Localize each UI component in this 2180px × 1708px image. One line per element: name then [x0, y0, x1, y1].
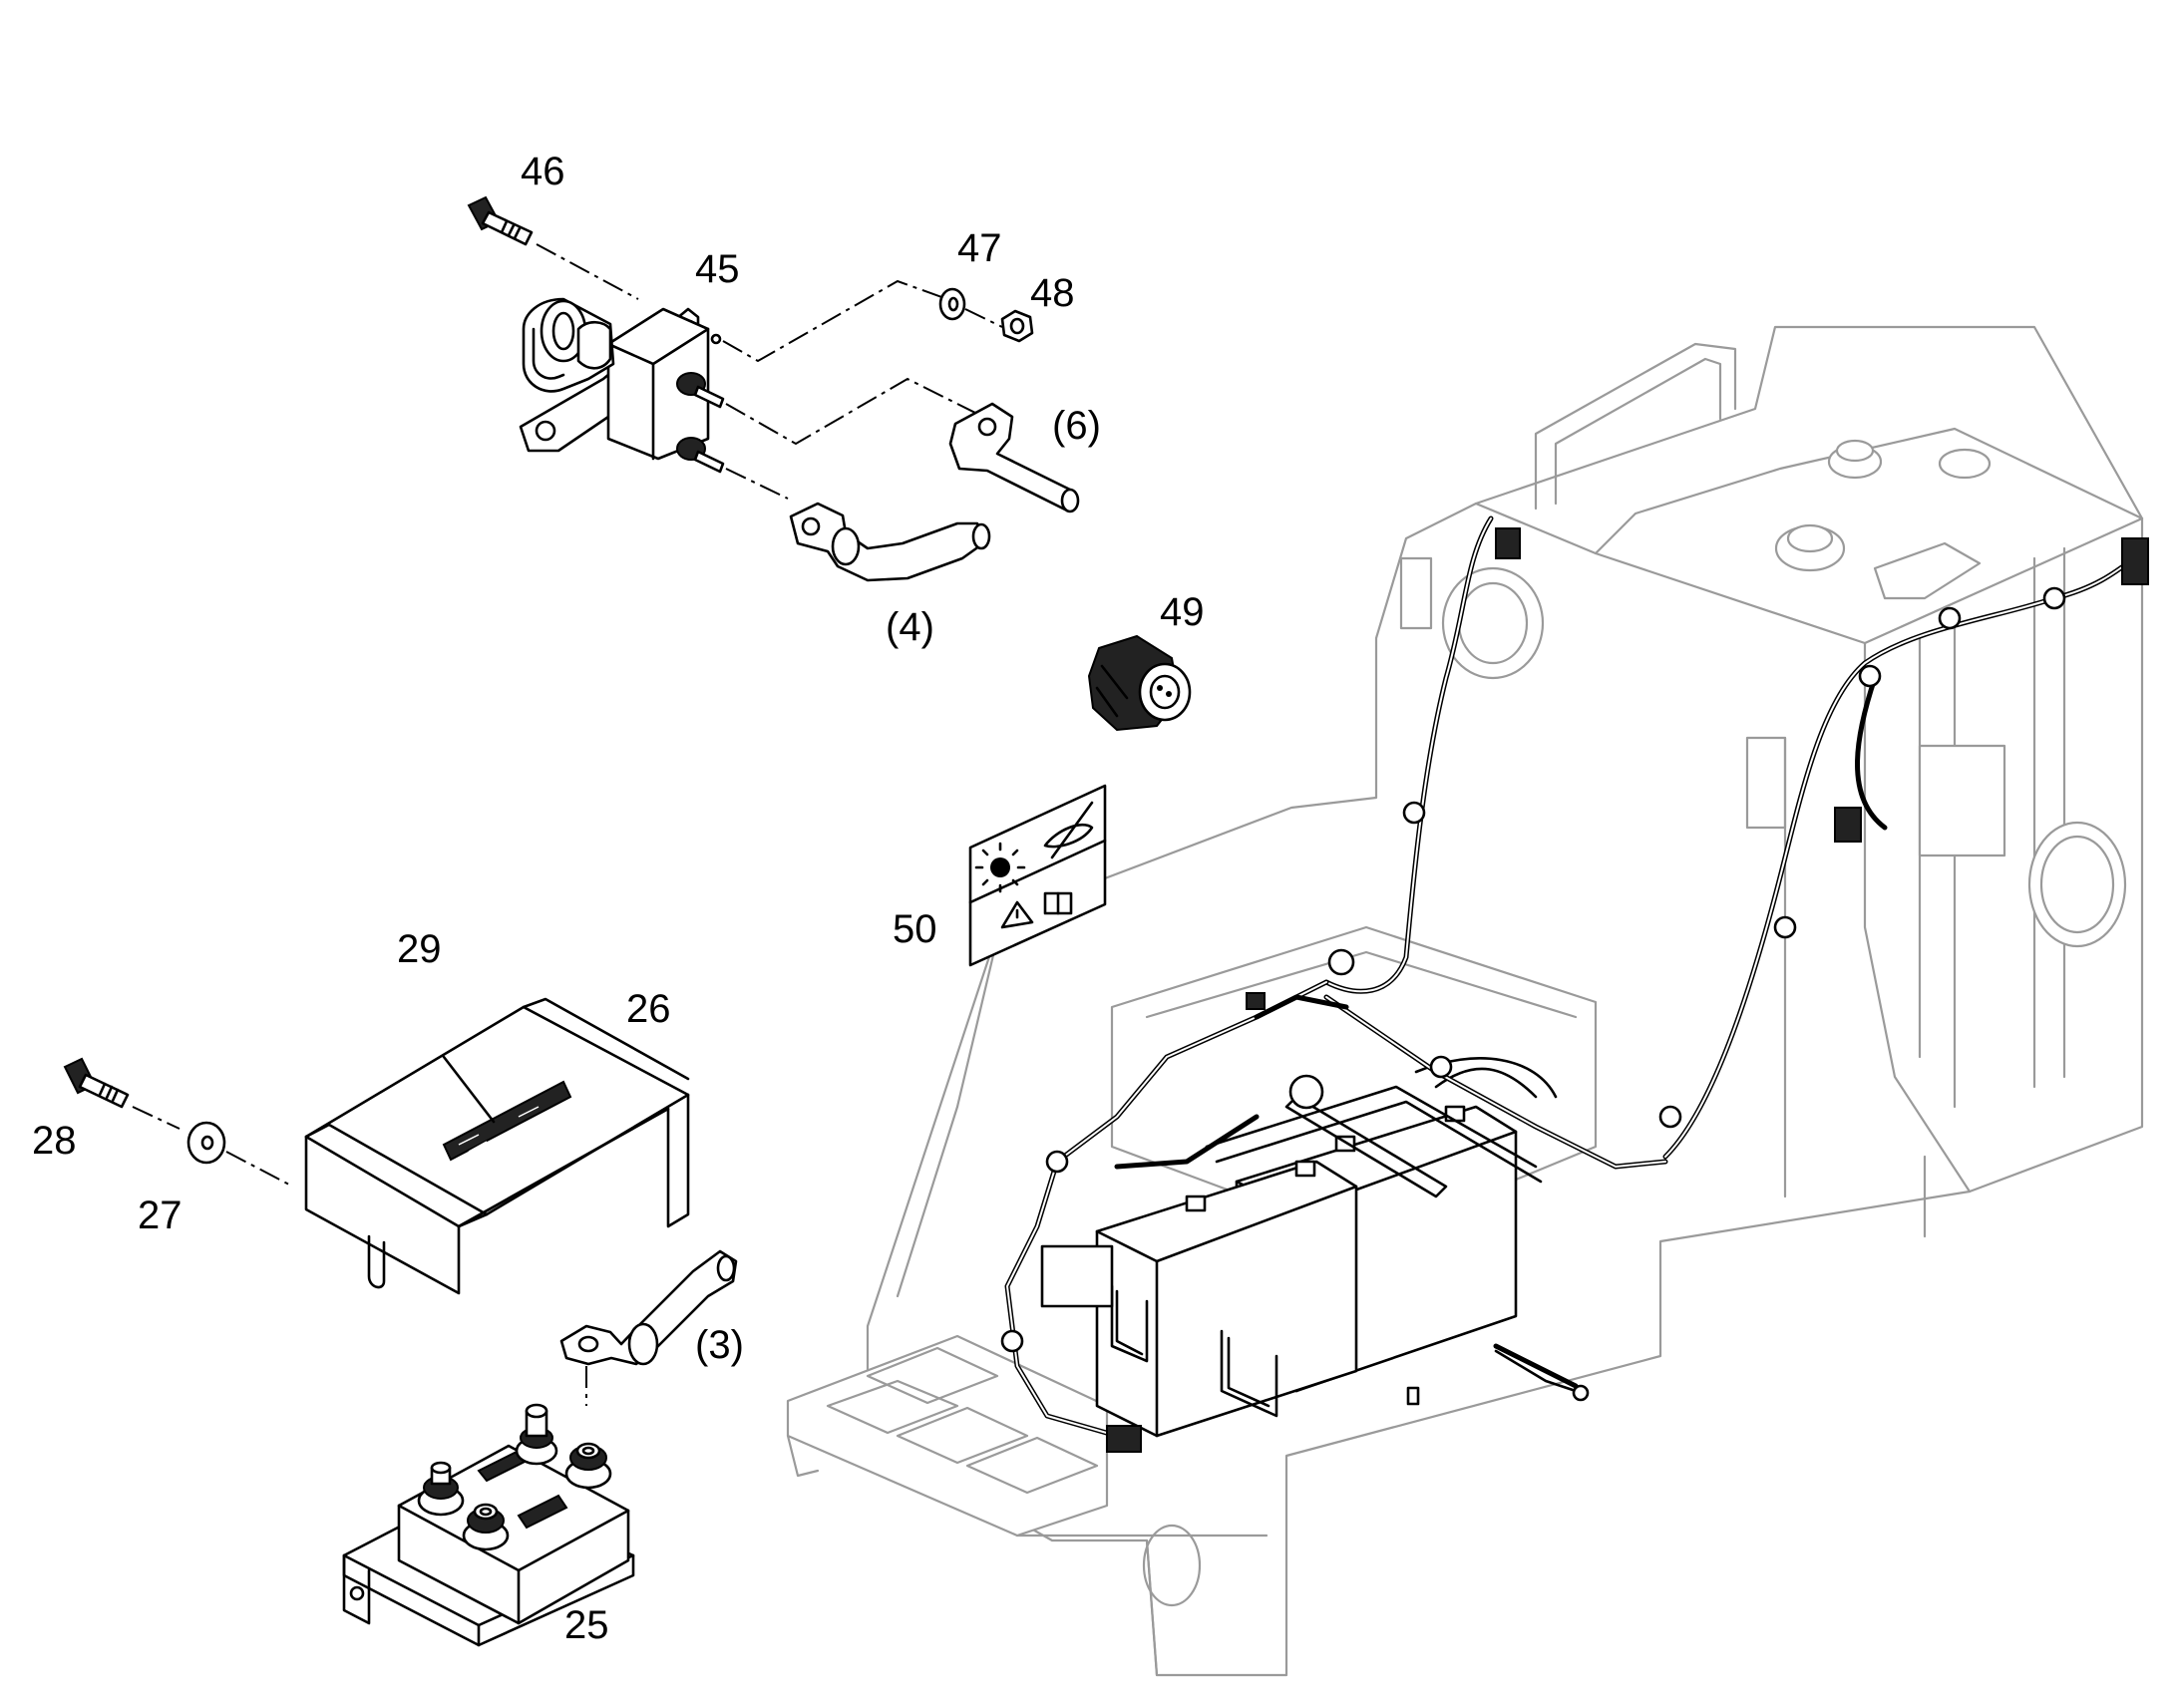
part-49-grommet: [1087, 634, 1192, 732]
part-28-bolt: [63, 1057, 181, 1130]
callout-26: 26: [626, 987, 671, 1031]
part-4-cable: [789, 502, 991, 582]
part-46-bolt: [467, 195, 639, 300]
callout-labels: 46 45 47 48 (6) (4) 49 50 29 26 28 27 (3…: [32, 150, 1205, 1647]
callout-46: 46: [521, 150, 565, 193]
part-25-terminal-block: [342, 1403, 635, 1647]
part-29-label: [442, 1055, 572, 1162]
callout-3: (3): [695, 1323, 744, 1367]
callout-47: 47: [957, 226, 1002, 270]
callout-50: 50: [893, 907, 937, 951]
wiring-harness: [1000, 515, 2149, 1453]
callout-28: 28: [32, 1119, 77, 1163]
battery-pair: [1095, 1057, 1558, 1438]
part-3-cable: [559, 1249, 738, 1406]
part-50-warning-decal: [968, 784, 1107, 967]
part-48-nut: [1000, 309, 1034, 343]
callout-49: 49: [1160, 590, 1205, 634]
callout-25: 25: [564, 1603, 609, 1647]
callout-4: (4): [886, 605, 934, 649]
part-47-washer: [938, 287, 1003, 328]
part-26-terminal-cover: [304, 997, 690, 1295]
part-27-washer: [186, 1121, 290, 1186]
callout-6: (6): [1052, 404, 1101, 448]
callout-29: 29: [397, 927, 442, 971]
machine-frame: [786, 325, 2144, 1677]
part-6-cable: [948, 402, 1080, 513]
callout-45: 45: [695, 247, 740, 291]
part-45-disconnect-switch: [519, 279, 978, 500]
callout-27: 27: [138, 1194, 182, 1237]
callout-48: 48: [1030, 271, 1075, 315]
